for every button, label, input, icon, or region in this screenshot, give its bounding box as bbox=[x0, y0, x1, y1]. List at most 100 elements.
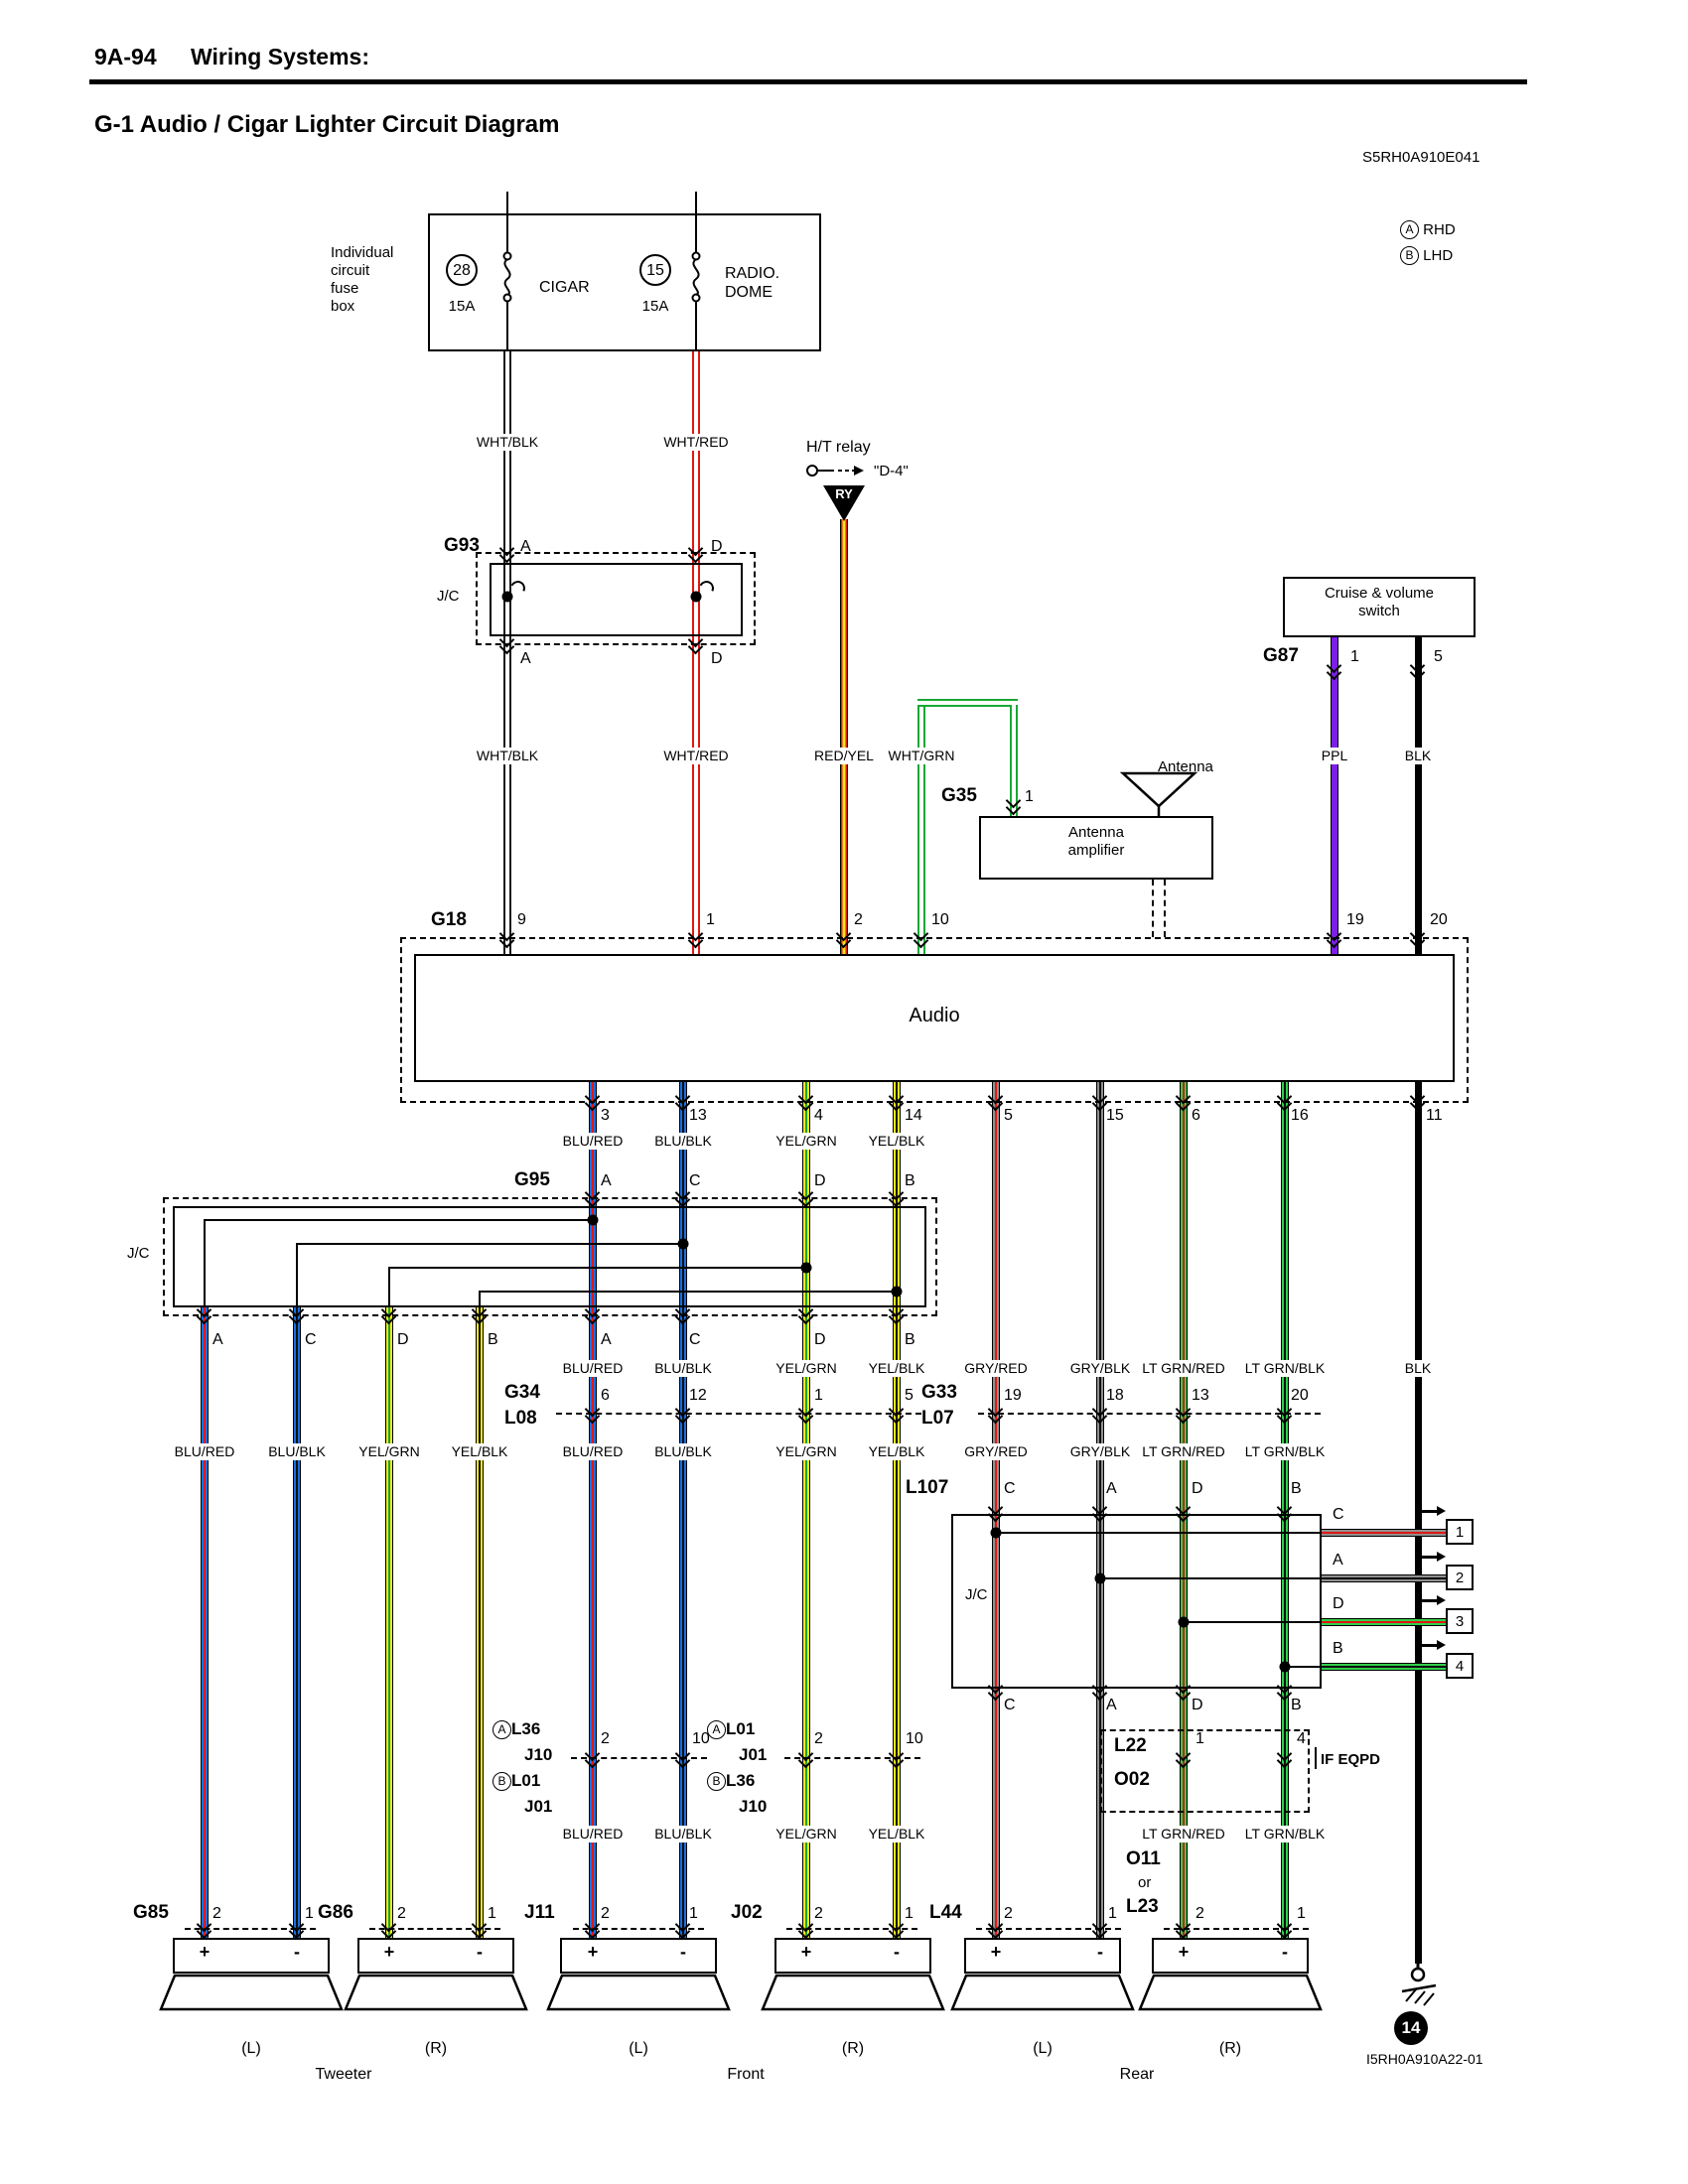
connector-j11-line bbox=[573, 1928, 704, 1930]
audio-unit-outline bbox=[400, 937, 1469, 1103]
junction-link-line bbox=[1100, 1577, 1322, 1579]
connector-break-icon bbox=[1277, 1748, 1293, 1766]
connector-break-icon bbox=[988, 1502, 1004, 1520]
junction-dot bbox=[990, 1527, 1002, 1539]
connector-o11-name: O11 bbox=[1126, 1848, 1161, 1869]
circle-b-icon: B bbox=[1400, 246, 1419, 265]
fuse-symbol bbox=[691, 246, 701, 308]
junction-g93-jc-label: J/C bbox=[437, 588, 460, 605]
connector-g18-name: G18 bbox=[431, 909, 467, 930]
wire-label-yel-blk: YEL/BLK bbox=[866, 1133, 927, 1150]
speaker-group-label: Tweeter bbox=[315, 2066, 372, 2083]
connector-l107-name: L107 bbox=[906, 1477, 949, 1498]
circle-b-icon: B bbox=[707, 1772, 726, 1791]
pin-label: 20 bbox=[1291, 1387, 1309, 1404]
connector-name: J10 bbox=[524, 1745, 553, 1764]
speaker-plus: + bbox=[199, 1942, 211, 1962]
fuse-box-caption: Individual circuit fuse box bbox=[331, 244, 394, 315]
pin-label: 10 bbox=[692, 1730, 710, 1747]
speaker-plus: + bbox=[1178, 1942, 1190, 1962]
wire-label-wht-grn: WHT/GRN bbox=[886, 748, 957, 764]
connector-break-icon bbox=[798, 1919, 814, 1937]
antenna-amplifier-label: Antenna amplifier bbox=[1067, 824, 1125, 859]
speaker-minus: - bbox=[1282, 1942, 1288, 1962]
pin-label: 2 bbox=[1196, 1905, 1204, 1922]
pin-label: A bbox=[601, 1172, 612, 1189]
pin-label: 13 bbox=[1192, 1387, 1209, 1404]
wire-label-yel-grn: YEL/GRN bbox=[774, 1133, 839, 1150]
wire-label-blu-blk: BLU/BLK bbox=[652, 1133, 714, 1150]
arrow-right-icon bbox=[1422, 1640, 1446, 1650]
wire-blu-red bbox=[201, 1305, 209, 1938]
connector-break-icon bbox=[585, 1404, 601, 1422]
pin-label: 2 bbox=[814, 1730, 823, 1747]
pin-label: 1 bbox=[1196, 1730, 1204, 1747]
connector-break-icon bbox=[585, 1187, 601, 1205]
speaker-position-label: (L) bbox=[1033, 2040, 1053, 2057]
connector-break-icon bbox=[1092, 1919, 1108, 1937]
junction-link-line bbox=[389, 1267, 808, 1269]
junction-l107-jc-label: J/C bbox=[965, 1586, 988, 1603]
fuse-symbol bbox=[502, 246, 512, 308]
pin-label: 1 bbox=[814, 1387, 823, 1404]
connector-break-icon bbox=[988, 1681, 1004, 1699]
if-eqpd-note: IF EQPD bbox=[1321, 1751, 1381, 1768]
wire-label-ltgrn-blk: LT GRN/BLK bbox=[1242, 1360, 1328, 1377]
pin-label: D bbox=[397, 1331, 409, 1348]
pin-label: 5 bbox=[905, 1387, 914, 1404]
connector-j02-name: J02 bbox=[731, 1902, 763, 1923]
speaker-symbol bbox=[774, 1938, 931, 1974]
pin-label: 20 bbox=[1430, 911, 1448, 928]
pin-label: 14 bbox=[905, 1107, 922, 1124]
connector-break-icon bbox=[1176, 1748, 1192, 1766]
junction-connector-g95-box bbox=[173, 1206, 926, 1307]
wire-yel-grn bbox=[802, 1080, 810, 1938]
connector-g85-name: G85 bbox=[133, 1902, 169, 1923]
pin-label: 2 bbox=[814, 1905, 823, 1922]
connector-j11-name: J11 bbox=[524, 1902, 555, 1923]
diagram-title: G-1 Audio / Cigar Lighter Circuit Diagra… bbox=[94, 111, 560, 138]
connector-g85-line bbox=[185, 1928, 316, 1930]
wire-label-wht-blk: WHT/BLK bbox=[474, 748, 541, 764]
junction-dot bbox=[1279, 1661, 1291, 1673]
speaker-symbol bbox=[964, 1938, 1121, 1974]
pin-label: B bbox=[905, 1331, 915, 1348]
connector-break-icon bbox=[889, 1304, 905, 1322]
pin-label: A bbox=[1333, 1552, 1343, 1569]
pin-label: 15 bbox=[1106, 1107, 1124, 1124]
pin-label: B bbox=[1333, 1640, 1343, 1657]
wire-blk bbox=[1415, 637, 1422, 956]
connector-break-icon bbox=[1277, 1404, 1293, 1422]
wire-label-blu-blk: BLU/BLK bbox=[652, 1826, 714, 1843]
connector-name: L01 bbox=[511, 1771, 541, 1790]
connector-break-icon bbox=[1277, 1919, 1293, 1937]
pin-label: 6 bbox=[1192, 1107, 1200, 1124]
pin-label: 5 bbox=[1004, 1107, 1013, 1124]
speaker-position-label: (R) bbox=[1218, 2040, 1242, 2057]
wire-label-ltgrn-blk: LT GRN/BLK bbox=[1242, 1443, 1328, 1460]
speaker-cone bbox=[950, 1974, 1135, 2011]
arrow-right-icon bbox=[1422, 1506, 1446, 1516]
wire-label-yel-grn: YEL/GRN bbox=[774, 1826, 839, 1843]
audio-unit-label: Audio bbox=[909, 1005, 960, 1026]
connector-break-icon bbox=[1176, 1919, 1192, 1937]
connector-break-icon bbox=[1176, 1404, 1192, 1422]
connector-j02-line bbox=[786, 1928, 917, 1930]
pin-label: 3 bbox=[601, 1107, 610, 1124]
circuit-ref-box-4: 4 bbox=[1446, 1653, 1474, 1679]
connector-break-icon bbox=[472, 1919, 488, 1937]
pin-label: 1 bbox=[1297, 1905, 1306, 1922]
wire-label-blu-blk: BLU/BLK bbox=[652, 1360, 714, 1377]
speaker-symbol bbox=[173, 1938, 330, 1974]
connector-break-icon bbox=[499, 634, 515, 652]
connector-break-icon bbox=[798, 1404, 814, 1422]
pin-label: 2 bbox=[601, 1905, 610, 1922]
connector-break-icon bbox=[836, 928, 852, 946]
wire-label-ltgrn-red: LT GRN/RED bbox=[1140, 1443, 1227, 1460]
fuse-15-rating: 15A bbox=[641, 298, 669, 315]
connector-break-icon bbox=[798, 1187, 814, 1205]
connector-break-icon bbox=[585, 1091, 601, 1109]
pin-label: 2 bbox=[601, 1730, 610, 1747]
connector-break-icon bbox=[688, 634, 704, 652]
wire-yel-grn bbox=[385, 1305, 393, 1938]
